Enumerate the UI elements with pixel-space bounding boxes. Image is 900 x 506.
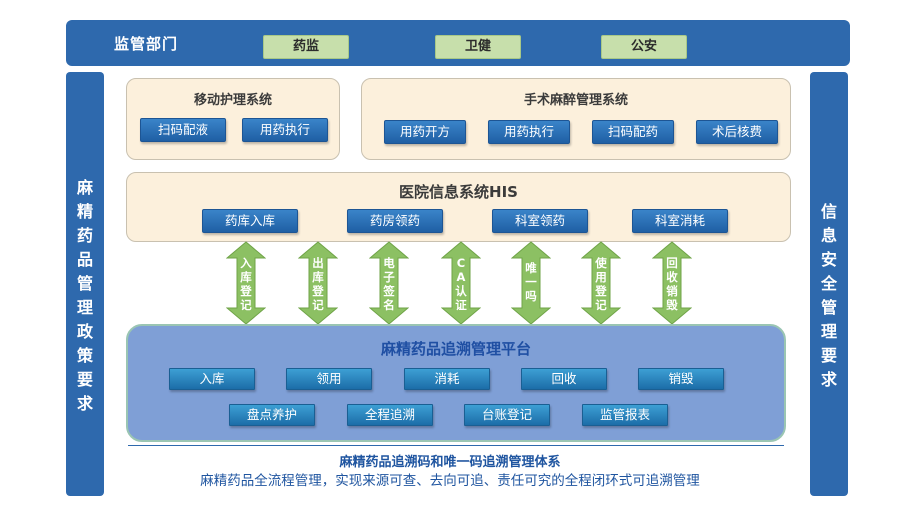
platform-inventory-button[interactable]: 盘点养护 [229,404,315,426]
arrow-label: 唯一吗 [525,261,537,303]
arrow-recycle-destroy: 回收销毁 [651,241,693,325]
right-sidebar-char: 信 [820,202,837,221]
left-sidebar-char: 品 [76,250,93,269]
arrow-label: 出库登记 [312,256,324,312]
platform-collect-button[interactable]: 领用 [286,368,372,390]
system-caption: 麻精药品追溯码和唯一码追溯管理体系 [339,455,561,470]
platform-consume-button[interactable]: 消耗 [404,368,490,390]
supervision-title: 监管部门 [114,35,179,53]
prescribe-medication-button[interactable]: 用药开方 [384,120,466,144]
department-consume-button[interactable]: 科室消耗 [632,209,728,233]
postop-fee-check-button[interactable]: 术后核费 [696,120,778,144]
left-sidebar-char: 理 [76,298,93,317]
platform-full-trace-button[interactable]: 全程追溯 [347,404,433,426]
platform-destroy-button[interactable]: 销毁 [638,368,724,390]
arrow-unique-code: 唯一吗 [510,241,552,325]
left-sidebar-policy: 麻 精 药 品 管 理 政 策 要 求 [66,72,104,496]
platform-inbound-button[interactable]: 入库 [169,368,255,390]
his-system: 医院信息系统HIS 药库入库 药房领药 科室领药 科室消耗 [126,172,791,242]
platform-recycle-button[interactable]: 回收 [521,368,607,390]
scan-dispense-liquid-button[interactable]: 扫码配液 [140,118,226,142]
right-sidebar-char: 息 [820,226,837,245]
arrow-electronic-signature: 电子签名 [368,241,410,325]
agency-drug-admin[interactable]: 药监 [263,35,349,59]
platform-title: 麻精药品追溯管理平台 [380,340,531,358]
warehouse-inbound-button[interactable]: 药库入库 [202,209,298,233]
arrow-inbound-registration: 入库登记 [225,241,267,325]
left-sidebar-char: 要 [76,370,93,389]
scan-dispense-drug-button[interactable]: 扫码配药 [592,120,674,144]
arrow-outbound-registration: 出库登记 [297,241,339,325]
right-sidebar-char: 求 [820,370,837,389]
agency-public-security[interactable]: 公安 [601,35,687,59]
right-sidebar-char: 管 [820,298,837,317]
arrow-label: 使用登记 [595,256,607,312]
left-sidebar-char: 精 [76,202,93,221]
left-sidebar-char: 管 [76,274,93,293]
arrow-label: 回收销毁 [666,256,678,312]
pharmacy-collect-button[interactable]: 药房领药 [347,209,443,233]
arrow-usage-registration: 使用登记 [580,241,622,325]
right-sidebar-char: 全 [820,274,837,293]
right-sidebar-char: 安 [820,250,837,269]
surgery-anesthesia-system: 手术麻醉管理系统 用药开方 用药执行 扫码配药 术后核费 [361,78,791,160]
surgery-medication-execution-button[interactable]: 用药执行 [488,120,570,144]
right-sidebar-security: 信 息 安 全 管 理 要 求 [810,72,848,496]
platform-ledger-button[interactable]: 台账登记 [464,404,550,426]
medication-execution-button[interactable]: 用药执行 [242,118,328,142]
department-collect-button[interactable]: 科室领药 [492,209,588,233]
arrow-label: 入库登记 [240,256,252,312]
right-sidebar-char: 要 [820,346,837,365]
platform-report-button[interactable]: 监管报表 [582,404,668,426]
agency-health-commission[interactable]: 卫健 [435,35,521,59]
arrow-label: 电子签名 [383,256,395,312]
left-sidebar-char: 政 [76,322,93,341]
his-title: 医院信息系统HIS [399,183,518,201]
left-sidebar-char: 药 [76,226,93,245]
supervision-bar: 监管部门 药监 卫健 公安 [66,20,850,66]
traceability-platform: 麻精药品追溯管理平台 入库 领用 消耗 回收 销毁 盘点养护 全程追溯 台账登记… [126,324,786,442]
right-sidebar-char: 理 [820,322,837,341]
divider-line [128,445,784,446]
left-sidebar-char: 麻 [76,178,93,197]
mobile-nursing-system: 移动护理系统 扫码配液 用药执行 [126,78,340,160]
system-description: 麻精药品全流程管理，实现来源可查、去向可追、责任可究的全程闭环式可追溯管理 [200,473,700,489]
left-sidebar-char: 策 [76,346,93,365]
left-sidebar-char: 求 [76,394,93,413]
surgery-anesthesia-title: 手术麻醉管理系统 [523,93,628,108]
mobile-nursing-title: 移动护理系统 [193,93,272,108]
